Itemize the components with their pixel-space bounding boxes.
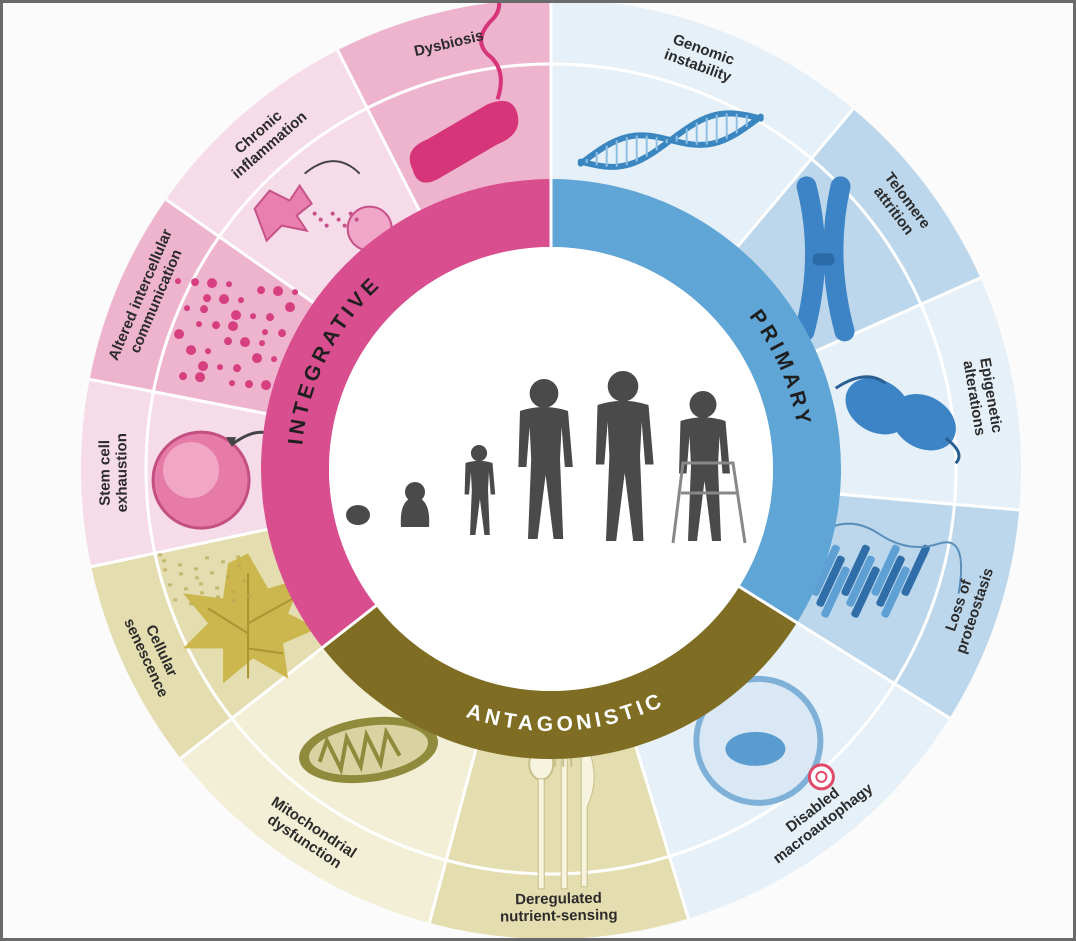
autophagosome-icon <box>693 675 835 806</box>
protein-icon <box>811 522 963 618</box>
ring-divider <box>321 604 377 649</box>
walker-icon <box>671 461 747 544</box>
wedge-divider <box>336 49 421 212</box>
mitochondrion-icon <box>299 716 439 784</box>
wedge-divider <box>839 492 1020 512</box>
wedge-genomic-instability-label-band <box>551 3 854 159</box>
wedge-divider <box>427 748 478 924</box>
outer-wedges <box>81 3 1021 938</box>
hallmark-label-text: Stem cell <box>96 440 114 506</box>
human-lifespan-icon <box>346 371 747 544</box>
cutlery-icon <box>528 746 595 890</box>
wedge-dysbiosis-label-band <box>337 3 551 109</box>
wedge-stem-cell-exhaustion-label-band <box>81 379 155 567</box>
bacterium-icon <box>409 3 519 183</box>
wedge-divider <box>165 198 315 304</box>
senescent-leaf-icon <box>158 553 319 684</box>
wedge-epigenetic-alterations-label-band <box>920 277 1021 510</box>
baby-silhouette <box>400 497 430 527</box>
wedge-cellular-senescence-label-band <box>91 553 232 759</box>
wedge-divider <box>634 745 690 919</box>
nucleosome-icon <box>834 375 961 465</box>
ring-segment-primary <box>551 179 842 623</box>
adult-silhouette <box>518 379 573 539</box>
hallmark-label-text: exhaustion <box>113 433 131 512</box>
ring-segment-antagonistic <box>322 586 797 760</box>
wedge-chronic-inflammation <box>219 108 420 303</box>
label-band-divider <box>144 62 958 876</box>
toddler-silhouette <box>464 445 496 535</box>
wedge-divider <box>736 107 855 248</box>
middle-aged-silhouette <box>595 371 654 541</box>
wedge-dividers <box>89 3 1020 924</box>
wedge-divider <box>89 377 267 416</box>
ring-segment-integrative <box>261 179 551 648</box>
wedge-mitochondrial-dysfunction-label-band <box>180 718 447 923</box>
hallmark-label-text: nutrient-sensing <box>500 906 618 925</box>
wedge-loss-of-proteostasis-label-band <box>894 504 1020 719</box>
wedge-disabled-macroautophagy-label-band <box>669 683 950 919</box>
fetus-silhouette <box>346 505 370 525</box>
wedge-genomic-instability <box>551 64 812 247</box>
wedge-deregulated-nutrient-sensing <box>446 746 670 875</box>
signaling-dots-icon <box>174 278 299 391</box>
chromosome-icon <box>794 176 855 342</box>
baby-head <box>405 482 425 502</box>
hallmark-label-text: Deregulated <box>515 890 602 909</box>
wedge-chronic-inflammation-label-band <box>165 50 368 237</box>
wedge-divider <box>179 646 324 760</box>
elderly-silhouette <box>679 391 730 541</box>
wedge-deregulated-nutrient-sensing-label-band <box>429 856 689 938</box>
wedge-divider <box>796 621 951 720</box>
wedge-divider <box>90 527 268 569</box>
wedge-altered-intercellular-communication-label-band <box>89 199 220 392</box>
wedge-telomere-attrition-label-band <box>811 108 981 305</box>
dna-icon <box>577 110 764 170</box>
ring-divider <box>738 585 798 624</box>
hallmarks-of-aging-diagram: GenomicinstabilityTelomereattritionEpige… <box>81 3 1021 938</box>
